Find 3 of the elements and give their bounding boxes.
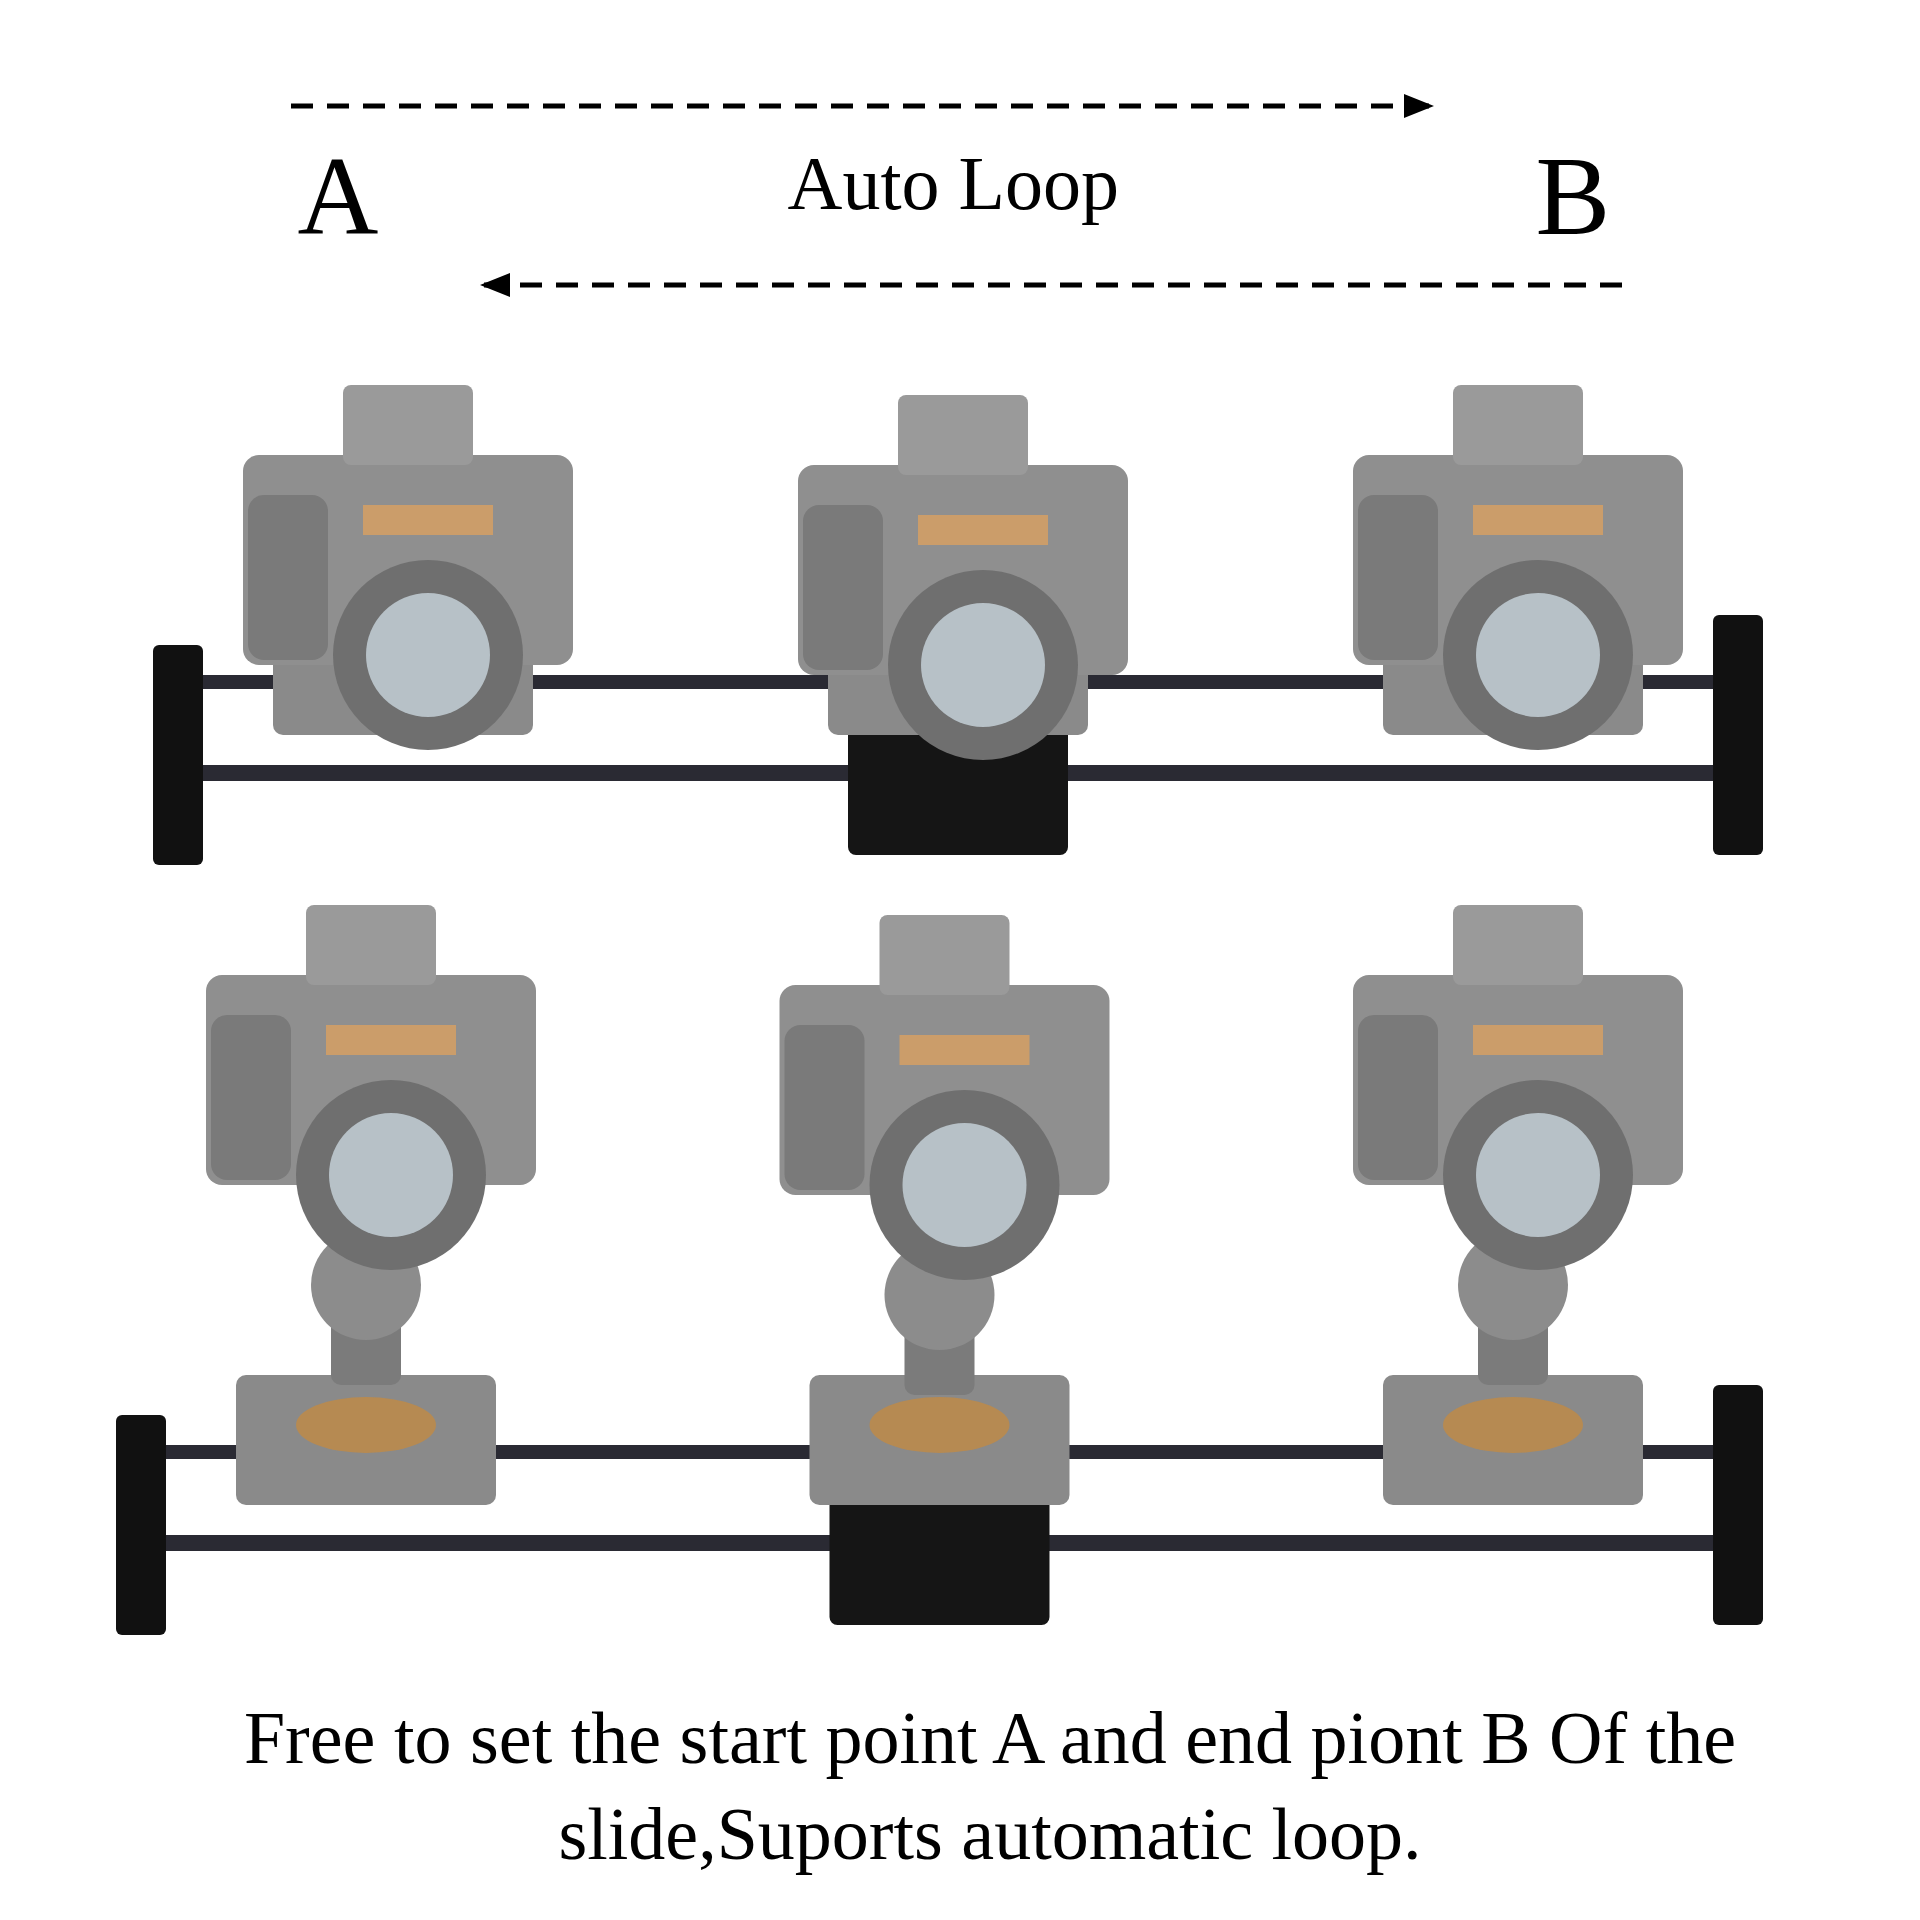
point-label: A (297, 140, 379, 252)
caption-text: Free to set the start point A and end piont B Of the slide,Suports automatic loop. (242, 1696, 1738, 1877)
point-label: B (1535, 140, 1611, 252)
